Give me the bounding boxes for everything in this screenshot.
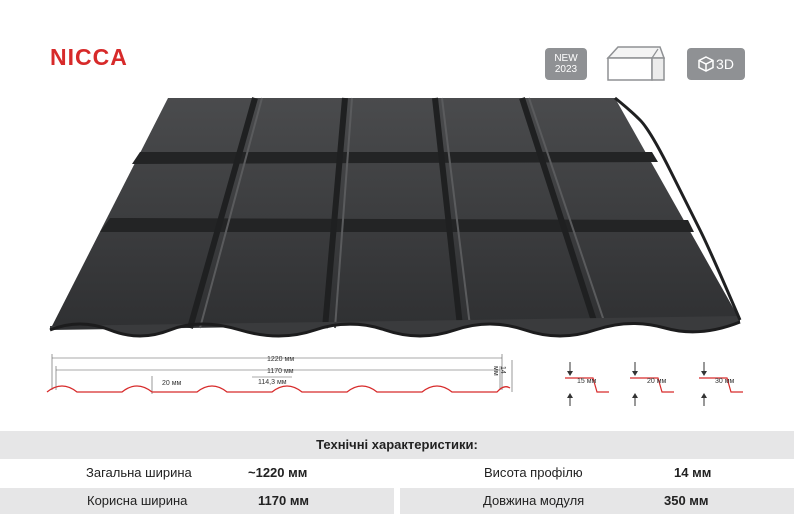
step-30-label: 30 мм	[715, 378, 735, 385]
dim-total-label: 1220 мм	[267, 356, 295, 363]
dim-useful-label: 1170 мм	[267, 368, 294, 375]
step-15-label: 15 мм	[577, 378, 597, 385]
spec-value: ~1220 мм	[248, 465, 308, 480]
specs-row-right-bg	[400, 488, 794, 514]
product-title: NICCA	[50, 44, 128, 70]
spec-label: Висота профілю	[484, 465, 583, 480]
dim-height-label: 14 мм	[492, 366, 506, 376]
specs-row-left-bg	[0, 488, 394, 514]
spec-value: 1170 мм	[258, 493, 310, 508]
specs-row: Корисна ширина 1170 мм Довжина модуля 35…	[0, 488, 794, 514]
spec-label: Довжина модуля	[483, 493, 585, 508]
roof-tile-illustration	[40, 90, 760, 350]
step-20-label: 20 мм	[647, 378, 667, 385]
step-diagram-15: 15 мм	[563, 360, 613, 413]
spec-label: Загальна ширина	[86, 465, 192, 480]
profile-cross-section: 1220 мм 1170 мм 114,3 мм 20 мм 14 мм	[42, 350, 522, 415]
specs-row: Загальна ширина ~1220 мм Висота профілю …	[0, 460, 794, 486]
spec-value: 350 мм	[664, 493, 709, 508]
specs-title: Технічні характеристики:	[0, 431, 794, 459]
view-3d-label: 3D	[716, 56, 734, 72]
house-outline-icon[interactable]	[606, 44, 666, 82]
cube-icon	[698, 56, 714, 72]
new-2023-badge: NEW 2023	[545, 48, 587, 80]
view-3d-button[interactable]: 3D	[687, 48, 745, 80]
dim-step-label: 114,3 мм	[258, 379, 287, 386]
badge-year-label: 2023	[554, 64, 578, 75]
spec-value: 14 мм	[674, 465, 712, 480]
step-diagram-30: 30 мм	[697, 360, 747, 413]
badge-new-label: NEW	[554, 53, 578, 64]
step-diagram-20: 20 мм	[628, 360, 678, 413]
dim-height-small-label: 20 мм	[162, 380, 182, 387]
spec-label: Корисна ширина	[87, 493, 188, 508]
